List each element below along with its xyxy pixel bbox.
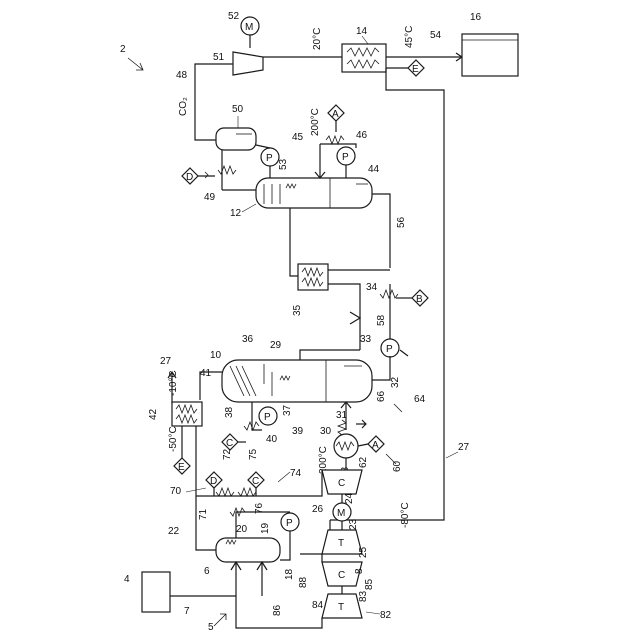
label-71: 71 bbox=[198, 508, 209, 520]
label-40: 40 bbox=[266, 434, 278, 445]
pump-19-symbol: P bbox=[286, 518, 293, 529]
pump-53-symbol: P bbox=[266, 153, 273, 164]
label-39: 39 bbox=[292, 426, 304, 437]
diamond-A-top-label: A bbox=[332, 109, 339, 120]
diamond-E-top-label: E bbox=[412, 64, 419, 75]
label-41: 41 bbox=[200, 368, 212, 379]
label-56: 56 bbox=[396, 216, 407, 228]
co2-label: CO₂ bbox=[178, 97, 189, 116]
label-19: 19 bbox=[260, 522, 271, 534]
pump-39-symbol: P bbox=[264, 412, 271, 423]
label-72: 72 bbox=[222, 448, 233, 460]
compressor-24-symbol: C bbox=[338, 478, 345, 489]
label-53: 53 bbox=[278, 158, 289, 170]
vessel-6 bbox=[216, 538, 280, 562]
label-5: 5 bbox=[208, 622, 214, 633]
label-29: 29 bbox=[270, 340, 282, 351]
label-58: 58 bbox=[376, 314, 387, 326]
label-66: 66 bbox=[376, 390, 387, 402]
label-20: 20 bbox=[236, 524, 248, 535]
temp-20-top: 20°C bbox=[312, 28, 323, 50]
temp-50: -50°C bbox=[168, 426, 179, 452]
label-37: 37 bbox=[282, 404, 293, 416]
label-7: 7 bbox=[184, 606, 190, 617]
label-24: 24 bbox=[344, 492, 355, 504]
label-10: 10 bbox=[210, 350, 222, 361]
label-6: 6 bbox=[204, 566, 210, 577]
label-42: 42 bbox=[148, 408, 159, 420]
label-18: 18 bbox=[284, 568, 295, 580]
diamond-B-label: B bbox=[416, 294, 423, 305]
label-26: 26 bbox=[312, 504, 324, 515]
diamond-C-mid-label: C bbox=[226, 438, 233, 449]
figure-number: 2 bbox=[120, 44, 126, 55]
pump-58-symbol: P bbox=[386, 344, 393, 355]
label-38: 38 bbox=[224, 406, 235, 418]
label-45: 45 bbox=[292, 132, 304, 143]
compressor-51 bbox=[233, 52, 263, 75]
label-35: 35 bbox=[292, 304, 303, 316]
label-75: 75 bbox=[248, 448, 259, 460]
label-44: 44 bbox=[368, 164, 380, 175]
heat-exchanger-35 bbox=[298, 264, 328, 290]
temp-80: -80°C bbox=[400, 502, 411, 528]
label-27-left: 27 bbox=[160, 356, 172, 367]
heat-exchanger-14 bbox=[342, 44, 386, 72]
label-34: 34 bbox=[366, 282, 378, 293]
motor-52-symbol: M bbox=[245, 22, 253, 33]
diamond-C-low-label: C bbox=[252, 476, 259, 487]
heat-exchanger-28 bbox=[334, 434, 358, 458]
diamond-D-low-label: D bbox=[210, 476, 217, 487]
diamond-E-left-label: E bbox=[178, 462, 185, 473]
label-52: 52 bbox=[228, 11, 240, 22]
vessel-50 bbox=[216, 128, 256, 150]
label-36: 36 bbox=[242, 334, 254, 345]
label-8: 8 bbox=[354, 568, 365, 574]
label-12: 12 bbox=[230, 208, 242, 219]
label-30: 30 bbox=[320, 426, 332, 437]
temp-45: 45°C bbox=[404, 26, 415, 48]
motor-26-symbol: M bbox=[337, 508, 345, 519]
label-16: 16 bbox=[470, 12, 482, 23]
label-74: 74 bbox=[290, 468, 302, 479]
label-84: 84 bbox=[312, 600, 324, 611]
turbine-83-symbol: T bbox=[338, 602, 344, 613]
label-32: 32 bbox=[390, 376, 401, 388]
label-82: 82 bbox=[380, 610, 392, 621]
label-86: 86 bbox=[272, 604, 283, 616]
turbine-25-symbol: T bbox=[338, 538, 344, 549]
figure-arrow bbox=[128, 58, 143, 70]
label-88: 88 bbox=[298, 576, 309, 588]
label-22: 22 bbox=[168, 526, 180, 537]
label-49: 49 bbox=[204, 192, 216, 203]
label-85: 85 bbox=[364, 578, 375, 590]
block-4 bbox=[142, 572, 170, 612]
label-25: 25 bbox=[358, 546, 369, 558]
label-50: 50 bbox=[232, 104, 244, 115]
label-54: 54 bbox=[430, 30, 442, 41]
label-33: 33 bbox=[360, 334, 372, 345]
label-70: 70 bbox=[170, 486, 182, 497]
label-4: 4 bbox=[124, 574, 130, 585]
compressor-85-symbol: C bbox=[338, 570, 345, 581]
label-62: 62 bbox=[358, 456, 369, 468]
label-23: 23 bbox=[348, 518, 359, 530]
label-27-right: 27 bbox=[458, 442, 470, 453]
label-83: 83 bbox=[358, 590, 369, 602]
label-64: 64 bbox=[414, 394, 426, 405]
label-14: 14 bbox=[356, 26, 368, 37]
label-48: 48 bbox=[176, 70, 188, 81]
column-12 bbox=[256, 178, 372, 208]
label-46: 46 bbox=[356, 130, 368, 141]
temp-200-top: 200°C bbox=[310, 108, 321, 136]
pump-46-symbol: P bbox=[342, 152, 349, 163]
label-51: 51 bbox=[213, 52, 225, 63]
diamond-A-mid-label: A bbox=[372, 440, 379, 451]
heat-exchanger-42 bbox=[172, 402, 202, 426]
diamond-D-top-label: D bbox=[186, 172, 193, 183]
